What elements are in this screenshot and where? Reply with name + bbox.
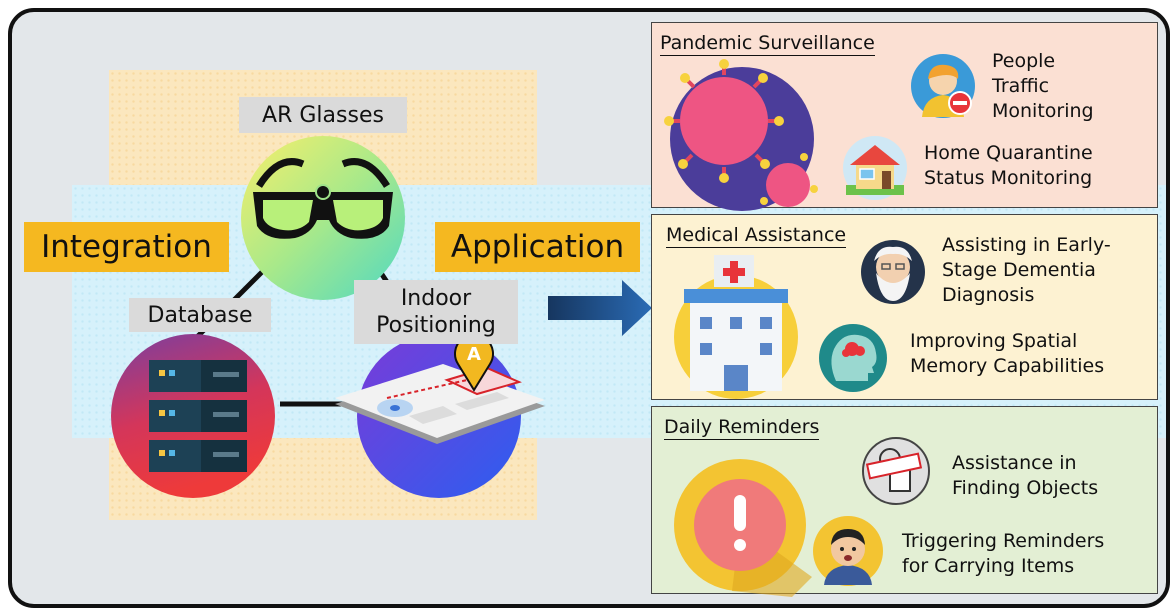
panel-title: Medical Assistance [666,224,847,248]
panel-title: Daily Reminders [664,416,820,440]
elderly-man-icon [861,240,925,304]
dementia-diagnosis-text: Assisting in Early- Stage Dementia Diagn… [942,234,1111,306]
brain-head-icon [819,324,887,392]
location-pin-icon [454,333,494,392]
carrying-items-text: Triggering Reminders for Carrying Items [902,530,1105,577]
home-quarantine-text: Home Quarantine Status Monitoring [924,142,1093,189]
virus-icon [664,59,818,211]
application-label: Application [435,222,640,272]
pandemic-surveillance-panel: Pandemic Surveillance Pe [651,22,1158,211]
integration-label: Integration [24,222,229,272]
lost-item-icon [862,437,930,505]
indoor-positioning-label: Indoor Positioning [354,280,518,344]
alert-icon [674,459,812,597]
diagram-frame: A AR Glasses Database Indoor Positioning… [8,8,1170,608]
finding-objects-text: Assistance in Finding Objects [952,452,1099,499]
glasses-icon [253,158,393,239]
map-icon [335,364,545,444]
server-stack-icon [149,360,247,472]
medical-assistance-panel: Medical Assistance Assisting in Early- S… [651,214,1158,400]
ar-glasses-node [241,136,405,300]
right-arrow-icon [548,280,652,336]
worried-person-icon [813,516,883,586]
spatial-memory-text: Improving Spatial Memory Capabilities [910,330,1105,377]
person-minus-icon [911,54,975,118]
people-traffic-text: People Traffic Monitoring [992,50,1094,122]
database-node [111,334,275,498]
indoor-positioning-node [335,334,545,498]
house-icon [843,136,907,200]
ar-glasses-label: AR Glasses [239,97,407,133]
panel-title: Pandemic Surveillance [660,32,875,56]
pin-letter: A [467,344,481,365]
daily-reminders-panel: Daily Reminders Assistance in Finding Ob… [651,406,1158,597]
database-label: Database [129,298,271,332]
hospital-icon [674,255,798,399]
